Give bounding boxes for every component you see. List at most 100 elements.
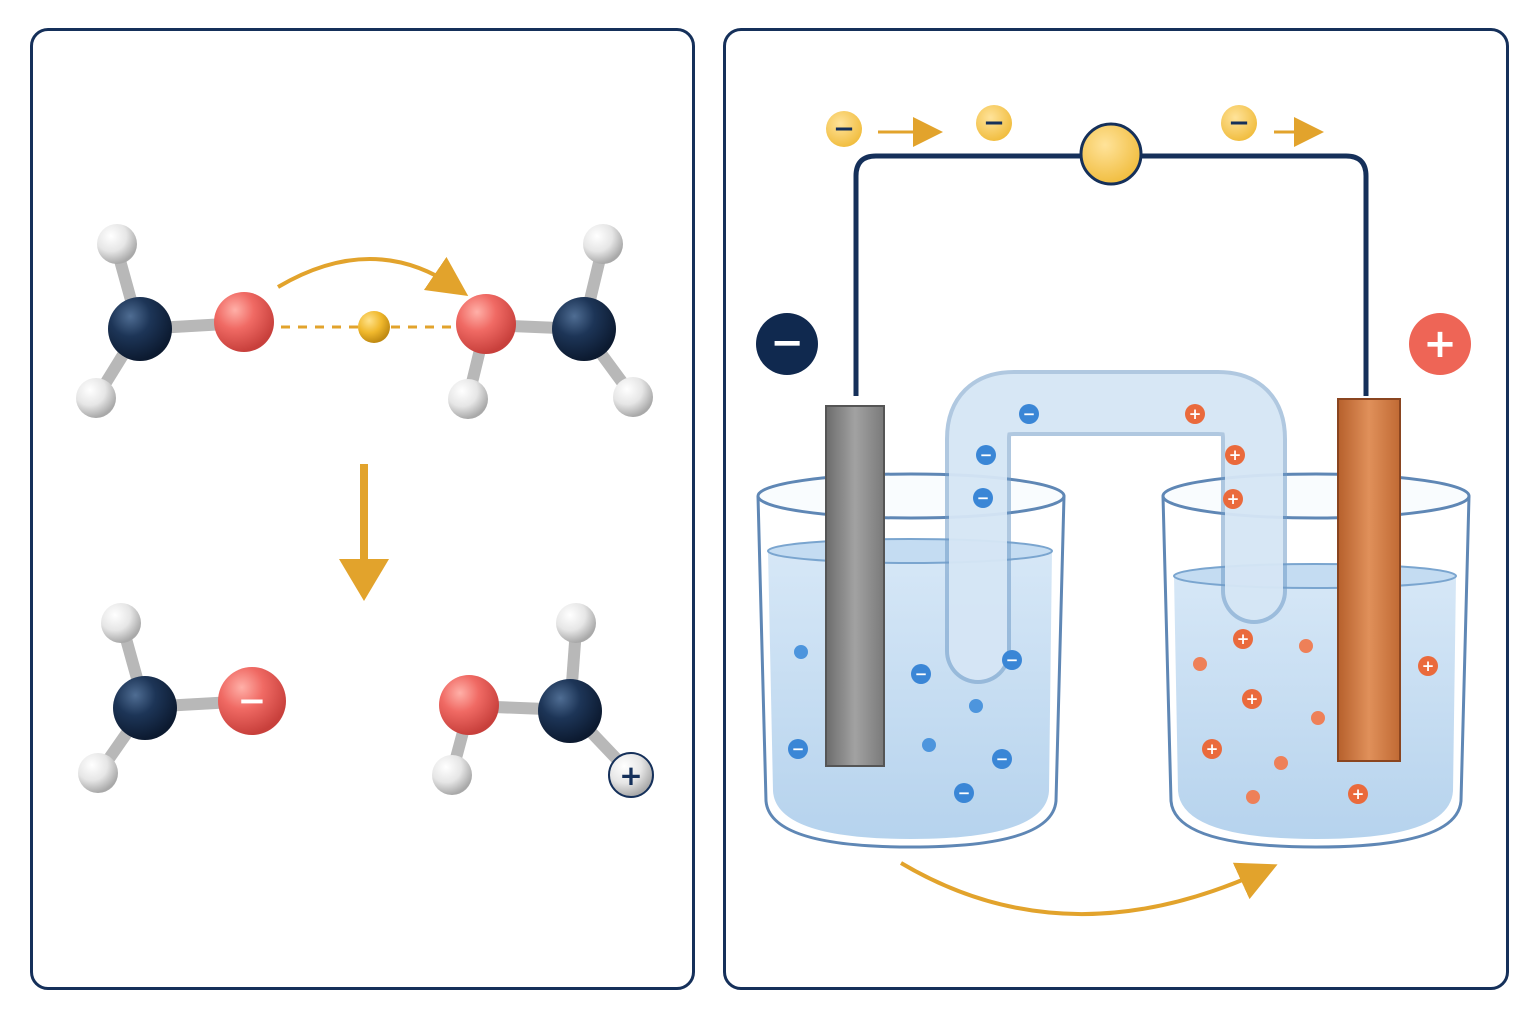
anion-product: −: [78, 603, 286, 793]
electron-sign: −: [983, 108, 1005, 138]
nitrogen-atom: [108, 297, 172, 361]
oxygen-atom: [214, 292, 274, 352]
hydrogen-atom: [613, 377, 653, 417]
oxygen-atom: [439, 675, 499, 735]
reaction-arrow-shaft: [360, 464, 368, 564]
anion-sign: −: [1006, 651, 1019, 669]
cation: +: [1225, 445, 1245, 465]
anode-beaker-glass: [756, 495, 1066, 849]
hydrogen-atom: [76, 378, 116, 418]
cathode-beaker-glass: [1161, 495, 1471, 849]
nitrogen-atom: [552, 297, 616, 361]
charged-hydrogen-atom: [608, 752, 654, 798]
cation-dot: [1299, 639, 1313, 653]
zinc-electrode: [825, 405, 885, 767]
anion: −: [954, 783, 974, 803]
negative-charge-label: −: [238, 681, 267, 721]
cation: +: [1223, 489, 1243, 509]
cation: +: [1348, 784, 1368, 804]
negative-terminal-label: −: [770, 320, 804, 366]
cation-sign: +: [1229, 446, 1242, 464]
anion: −: [976, 445, 996, 465]
cation-sign: +: [1237, 630, 1250, 648]
anion: −: [973, 488, 993, 508]
electron-sign: −: [1228, 108, 1250, 138]
oxygen-atom: [456, 294, 516, 354]
cathode-beaker-rim: [1161, 472, 1471, 520]
anion-sign: −: [980, 446, 993, 464]
anion-dot: [969, 699, 983, 713]
cation-product: +: [432, 603, 654, 798]
proton-transfer-panel: − +: [30, 28, 695, 990]
electron: [976, 105, 1012, 141]
positive-terminal-circle: [1409, 313, 1471, 375]
anion-sign: −: [958, 784, 971, 802]
oxygen-anion-atom: [218, 667, 286, 735]
anion-group: − − − − − − − −: [788, 404, 1039, 803]
salt-bridge: [949, 374, 1283, 680]
cation-group: + + + + + + + +: [1185, 404, 1438, 804]
electron: [1221, 105, 1257, 141]
cation-dot: [1311, 711, 1325, 725]
cathode-solution: [1174, 576, 1456, 839]
cathode-solution-surface: [1173, 563, 1457, 589]
cation: +: [1185, 404, 1205, 424]
cation: +: [1242, 689, 1262, 709]
anode-beaker-rim: [756, 472, 1066, 520]
cation: +: [1233, 629, 1253, 649]
hydrogen-atom: [448, 379, 488, 419]
galvanic-cell-panel: − − − − +: [723, 28, 1509, 990]
cation-dot: [1193, 657, 1207, 671]
anion-sign: −: [977, 489, 990, 507]
anion: −: [911, 664, 931, 684]
proton-transfer-diagram: − +: [76, 224, 654, 798]
reaction-arrow: [339, 464, 389, 601]
cation-sign: +: [1246, 690, 1259, 708]
anion: −: [788, 739, 808, 759]
hydrogen-atom: [97, 224, 137, 264]
cation-sign: +: [1352, 785, 1365, 803]
nitrogen-atom: [538, 679, 602, 743]
cation-sign: +: [1189, 405, 1202, 423]
anion-sign: −: [996, 750, 1009, 768]
copper-electrode: [1337, 398, 1401, 762]
right-molecule: [448, 224, 653, 419]
positive-terminal-label: +: [1423, 321, 1457, 367]
negative-terminal-sign: −: [756, 313, 818, 375]
hydrogen-atom: [101, 603, 141, 643]
ion-flow-arrow: [899, 861, 1278, 916]
proton: [358, 311, 390, 343]
electron-sign: −: [833, 114, 855, 144]
hydrogen-atom: [432, 755, 472, 795]
anion-sign: −: [1023, 405, 1036, 423]
cation-sign: +: [1206, 740, 1219, 758]
negative-terminal-circle: [756, 313, 818, 375]
electron: [826, 111, 862, 147]
proton-transfer-arrow: [276, 256, 469, 297]
anion: −: [992, 749, 1012, 769]
external-wire: [853, 153, 1369, 396]
cation-dot: [1274, 756, 1288, 770]
hydrogen-atom: [556, 603, 596, 643]
hydrogen-atom: [583, 224, 623, 264]
reaction-arrow-head: [339, 559, 389, 601]
anion: −: [1002, 650, 1022, 670]
load-bulb: [1079, 122, 1143, 186]
electron-flow: − − −: [826, 105, 1324, 147]
cation: +: [1418, 656, 1438, 676]
cation-sign: +: [1422, 657, 1435, 675]
positive-terminal-sign: +: [1409, 313, 1471, 375]
anion: −: [1019, 404, 1039, 424]
hydrogen-atom: [78, 753, 118, 793]
anion-sign: −: [792, 740, 805, 758]
anion-dot: [794, 645, 808, 659]
left-molecule: [76, 224, 274, 418]
cation: +: [1202, 739, 1222, 759]
cation-dot: [1246, 790, 1260, 804]
positive-charge-label: +: [619, 759, 642, 792]
galvanic-cell-diagram: − − − − +: [756, 105, 1471, 916]
nitrogen-atom: [113, 676, 177, 740]
cation-sign: +: [1227, 490, 1240, 508]
anion-sign: −: [915, 665, 928, 683]
anion-dot: [922, 738, 936, 752]
